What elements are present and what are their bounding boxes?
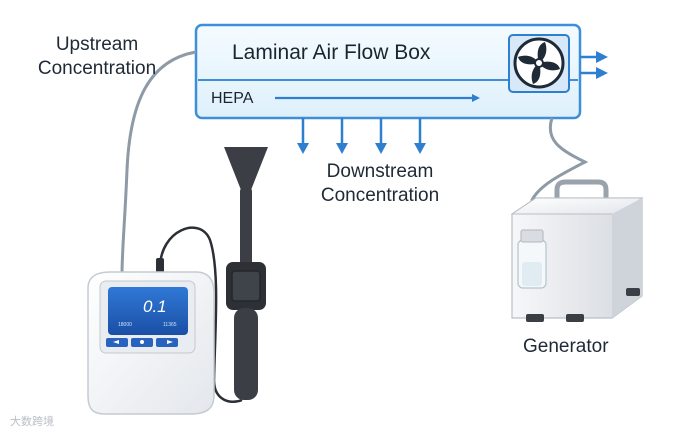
probe-cable bbox=[156, 226, 243, 404]
upstream-concentration-label: Upstream Concentration bbox=[37, 34, 157, 79]
generator-label: Generator bbox=[523, 336, 609, 357]
hepa-label: HEPA bbox=[211, 90, 254, 107]
fan-icon bbox=[508, 34, 570, 93]
upstream-sample-tube bbox=[120, 50, 197, 276]
sampling-probe bbox=[224, 147, 268, 400]
watermark: 大数跨境 bbox=[10, 416, 54, 428]
laminar-flow-box bbox=[194, 23, 582, 120]
meter-screen-left-reading: 18000 bbox=[118, 322, 132, 328]
meter-screen-right-reading: 11365 bbox=[163, 322, 177, 328]
aerosol-generator bbox=[510, 179, 644, 322]
laminar-air-flow-box-title: Laminar Air Flow Box bbox=[232, 41, 431, 64]
meter-display-value: 0.1 bbox=[143, 297, 167, 316]
generator-tube bbox=[528, 117, 589, 229]
downstream-arrows bbox=[297, 118, 426, 154]
meter-screen bbox=[108, 287, 188, 335]
downstream-concentration-label: Downstream Concentration bbox=[320, 161, 440, 206]
particle-counter bbox=[87, 271, 215, 415]
exhaust-arrows bbox=[580, 51, 608, 79]
